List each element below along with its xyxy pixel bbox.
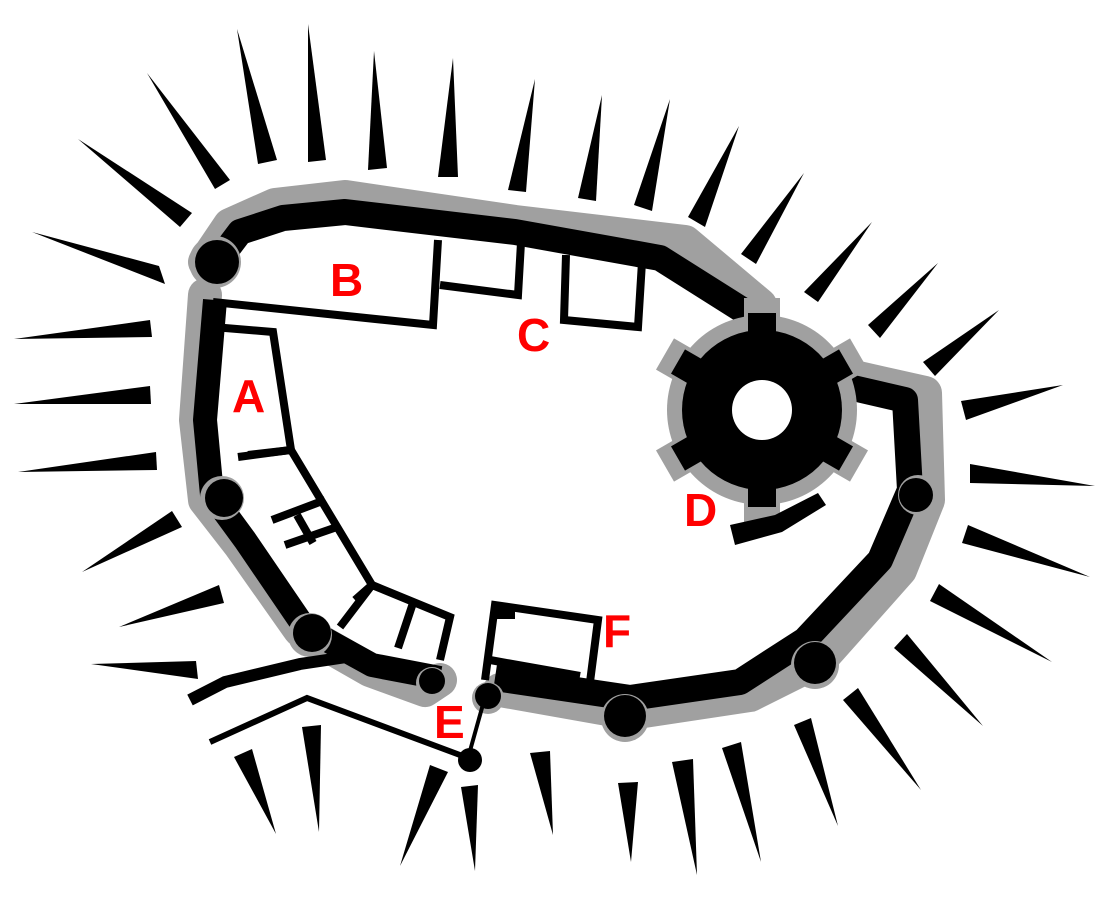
moat-spike: [672, 759, 697, 875]
moat-spike: [894, 634, 983, 726]
keep-tower-d: [656, 298, 868, 522]
moat-spike: [32, 232, 165, 284]
moat-spike: [961, 385, 1063, 420]
moat-spike: [618, 782, 638, 862]
label-f: F: [603, 605, 632, 657]
moat-spike: [91, 661, 198, 679]
moat-spike: [82, 511, 182, 572]
moat-spike: [18, 452, 157, 472]
moat-spike: [794, 718, 838, 826]
moat-spike: [688, 126, 739, 227]
moat-hatching: [14, 24, 1095, 875]
moat-spike: [234, 749, 276, 834]
moat-spike: [119, 585, 224, 627]
moat-spike: [722, 742, 761, 862]
label-d: D: [684, 484, 718, 536]
label-e: E: [434, 696, 465, 748]
moat-spike: [14, 320, 152, 339]
label-a: A: [232, 370, 266, 422]
curtain-wall: [193, 199, 923, 711]
moat-spike: [970, 464, 1095, 486]
moat-spike: [14, 386, 151, 404]
interior-buildings: [212, 224, 646, 683]
label-b: B: [330, 254, 364, 306]
label-c: C: [517, 309, 551, 361]
moat-spike: [308, 24, 326, 162]
moat-spike: [147, 73, 230, 189]
moat-spike: [843, 688, 921, 790]
moat-spike: [868, 263, 938, 338]
keep-d-outwork: [730, 493, 826, 545]
approach-barbican: [187, 649, 489, 761]
moat-spike: [368, 51, 387, 170]
moat-spike: [461, 785, 478, 871]
moat-spike: [302, 725, 321, 832]
moat-spike: [438, 58, 458, 177]
round-towers: [189, 236, 938, 742]
moat-spike: [400, 765, 448, 866]
gatehouse-f-corner: [495, 605, 515, 619]
moat-spike: [508, 79, 535, 192]
moat-spike: [804, 222, 872, 302]
moat-spike: [78, 139, 192, 227]
moat-spike: [237, 29, 277, 164]
moat-spike: [923, 310, 999, 376]
moat-spike: [741, 173, 804, 264]
moat-spike: [578, 95, 602, 201]
barbican-post: [458, 748, 482, 772]
moat-spike: [530, 751, 553, 835]
moat-spike: [930, 584, 1052, 662]
moat-spike: [634, 99, 670, 211]
moat-spike: [962, 525, 1090, 577]
